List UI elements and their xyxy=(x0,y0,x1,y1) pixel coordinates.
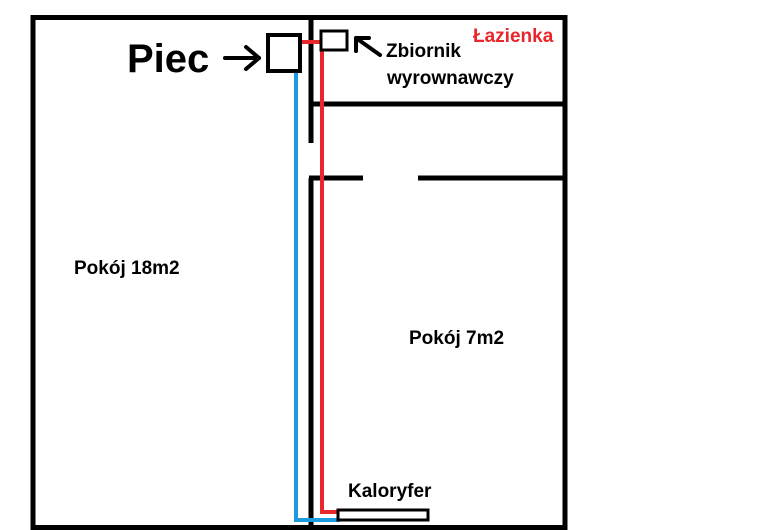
outer-wall xyxy=(30,15,568,530)
stove-box xyxy=(266,33,302,73)
stove-label: Piec xyxy=(127,37,209,81)
bathroom-label: Łazienka xyxy=(473,26,554,47)
radiator-box xyxy=(336,508,430,522)
arrow-up-left-icon xyxy=(354,36,382,57)
expansion-tank-label-line1: Zbiornik xyxy=(386,41,461,62)
hot-pipe xyxy=(302,40,340,514)
cold-pipe xyxy=(294,68,340,522)
arrow-right-icon xyxy=(223,45,261,71)
radiator-label: Kaloryfer xyxy=(348,481,432,502)
room-small-label: Pokój 7m2 xyxy=(409,328,504,349)
expansion-tank-box xyxy=(319,29,349,52)
expansion-tank-label-line2: wyrownawczy xyxy=(386,68,514,89)
room-large-label: Pokój 18m2 xyxy=(74,258,180,279)
